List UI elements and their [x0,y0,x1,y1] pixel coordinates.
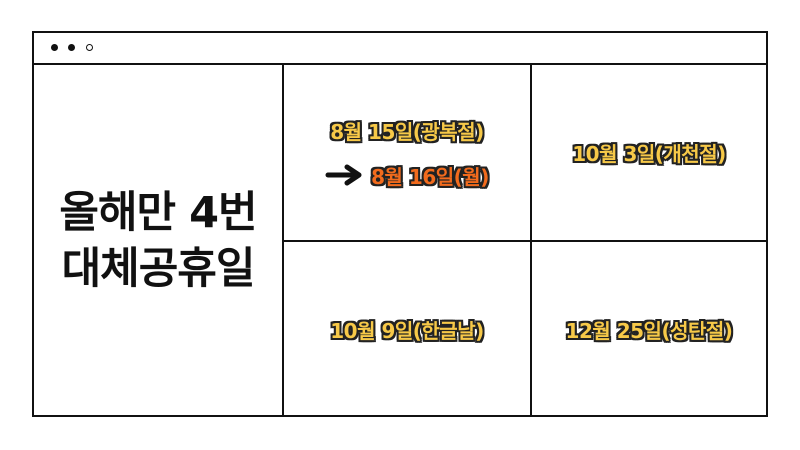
arrow-right-icon [325,164,362,186]
headline-line-2: 대체공휴일 [61,244,256,294]
headline-panel: 올해만 4번 대체공휴일 [34,65,284,417]
holiday-date-substitute: 8월 16일(월) [371,164,489,189]
headline-line-1: 올해만 4번 [59,188,257,238]
holiday-date-christmas: 12월 25일(성탄절) [565,319,733,343]
holiday-date-hangul: 10월 9일(한글날) [330,319,484,343]
substitute-row: 8월 16일(월) [325,161,489,190]
holiday-date-liberation: 8월 15일(광복절) [330,119,484,144]
window-dot-2-icon [68,44,75,51]
browser-window: 올해만 4번 대체공휴일 8월 15일(광복절) 8월 16일(월) 10월 3… [32,31,768,417]
holiday-cell-hangul: 10월 9일(한글날) [284,242,532,417]
holiday-cell-christmas: 12월 25일(성탄절) [532,242,766,417]
holiday-cell-foundation: 10월 3일(개천절) [532,65,766,242]
window-dot-3-icon [86,44,93,51]
holiday-cell-liberation: 8월 15일(광복절) 8월 16일(월) [284,65,532,242]
holiday-date-foundation: 10월 3일(개천절) [572,142,726,166]
window-titlebar [34,33,766,65]
window-dot-1-icon [51,44,58,51]
